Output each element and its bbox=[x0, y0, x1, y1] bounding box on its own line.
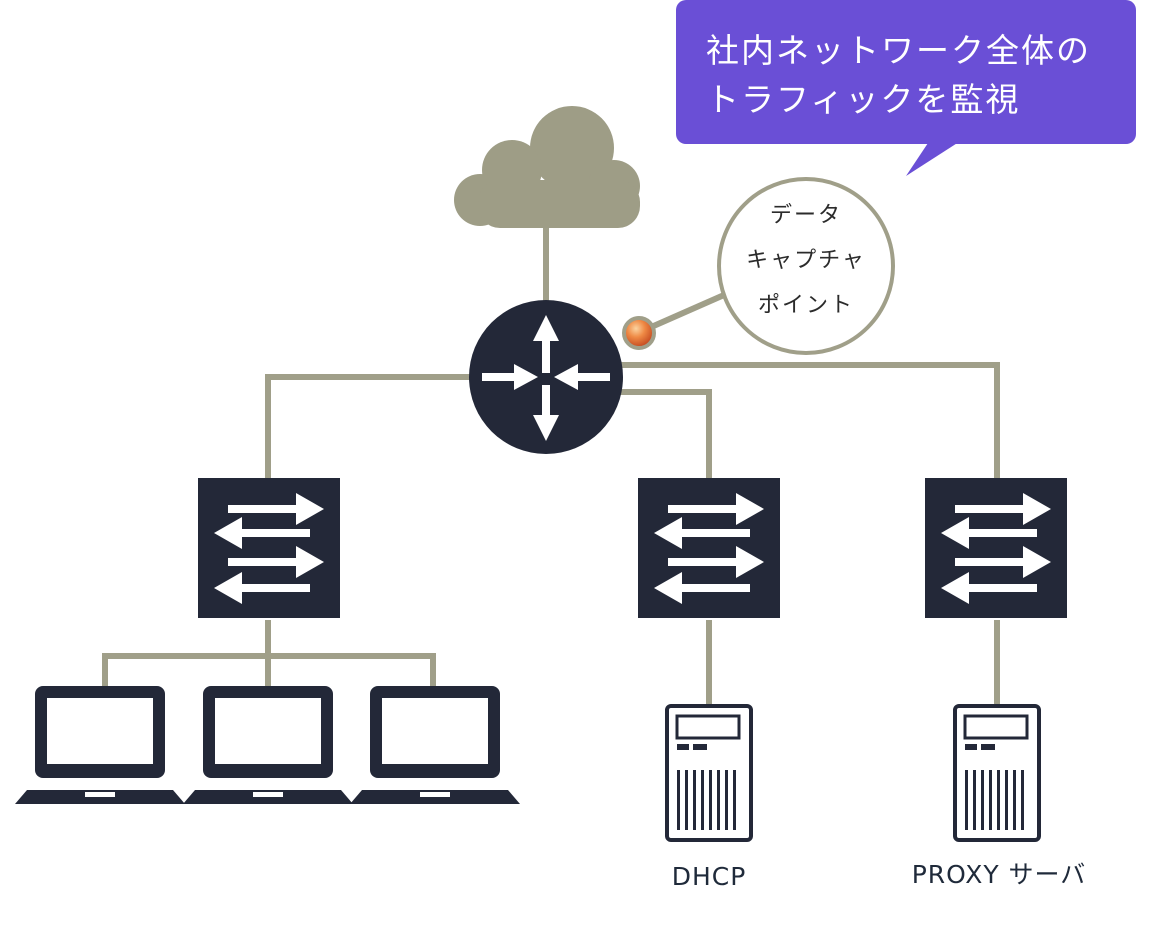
server-icon bbox=[953, 704, 1041, 842]
laptop-icon bbox=[15, 686, 185, 804]
proxy-server-label: PROXY サーバ bbox=[912, 860, 1087, 889]
dhcp-label: DHCP bbox=[672, 862, 747, 891]
switch-icon bbox=[925, 478, 1067, 618]
switch-icon bbox=[638, 478, 780, 618]
network-links bbox=[102, 225, 1000, 706]
capture-bubble-line3: ポイント bbox=[758, 293, 854, 318]
capture-point-bubble: データ キャプチャ ポイント bbox=[717, 177, 895, 355]
link-router-switch-3 bbox=[612, 362, 1000, 480]
router-icon bbox=[469, 300, 623, 454]
link-capture-bubble bbox=[647, 292, 726, 331]
laptop-icon bbox=[350, 686, 520, 804]
monitoring-callout: 社内ネットワーク全体の トラフィックを監視 bbox=[676, 0, 1136, 176]
link-router-switch-1 bbox=[265, 374, 476, 480]
cloud-icon bbox=[454, 106, 640, 228]
laptop-icon bbox=[183, 686, 353, 804]
switch-icon bbox=[198, 478, 340, 618]
capture-point-icon bbox=[622, 316, 656, 350]
callout-line1: 社内ネットワーク全体の bbox=[706, 31, 1091, 70]
capture-bubble-line1: データ bbox=[770, 203, 842, 228]
link-router-switch-2 bbox=[612, 389, 712, 480]
server-icon bbox=[665, 704, 753, 842]
capture-bubble-line2: キャプチャ bbox=[746, 248, 866, 273]
link-laptops-bus bbox=[102, 653, 436, 686]
callout-line2: トラフィックを監視 bbox=[706, 80, 1020, 119]
